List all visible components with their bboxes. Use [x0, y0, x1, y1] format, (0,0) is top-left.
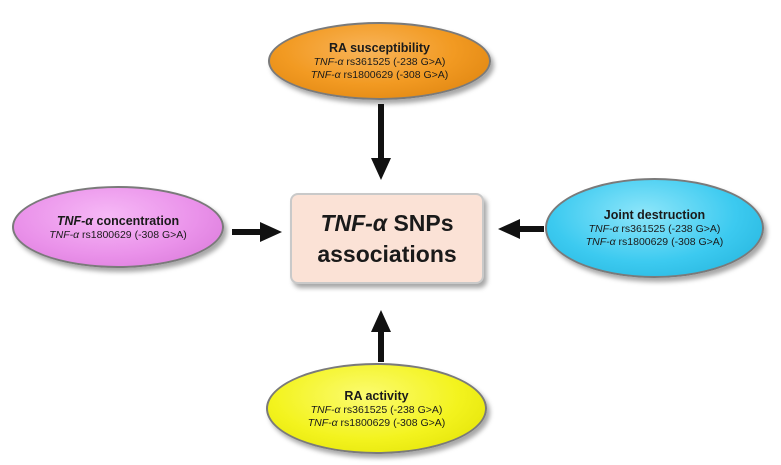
ra-activity-snp-2: TNF-α rs1800629 (-308 G>A): [308, 417, 446, 430]
ra-susceptibility-snp-2: TNF-α rs1800629 (-308 G>A): [311, 69, 449, 82]
tnf-concentration-title: TNF-α concentration: [57, 213, 179, 229]
ra-activity-node: RA activity TNF-α rs361525 (-238 G>A) TN…: [266, 363, 487, 454]
joint-destruction-node: Joint destruction TNF-α rs361525 (-238 G…: [545, 178, 764, 278]
snp-label: rs361525 (-238 G>A): [340, 403, 443, 416]
snp-label: rs1800629 (-308 G>A): [615, 236, 724, 248]
snp-label: rs1800629 (-308 G>A): [337, 416, 446, 429]
center-snps-label: SNPs: [387, 209, 454, 236]
snp-label: rs1800629 (-308 G>A): [79, 228, 187, 241]
gene-name: TNF-α: [56, 213, 94, 228]
ra-susceptibility-node: RA susceptibility TNF-α rs361525 (-238 G…: [268, 22, 491, 100]
ra-susceptibility-snp-1: TNF-α rs361525 (-238 G>A): [314, 56, 446, 69]
gene-name: TNF-α: [310, 403, 341, 416]
ra-activity-title: RA activity: [344, 388, 409, 403]
gene-name: TNF-α: [49, 228, 80, 241]
tnf-concentration-snp-1: TNF-α rs1800629 (-308 G>A): [49, 229, 187, 242]
joint-destruction-snp-1: TNF-α rs361525 (-238 G>A): [589, 223, 721, 236]
arrow-left-icon: [498, 219, 544, 239]
gene-name: TNF-α: [307, 416, 338, 429]
arrow-right-icon: [232, 222, 282, 242]
center-title-line-2: associations: [317, 240, 457, 267]
arrow-down-icon: [371, 104, 391, 180]
tnf-snps-associations-box: TNF-α SNPs associations: [290, 193, 484, 284]
title-rest: concentration: [93, 213, 180, 228]
center-title-line-1: TNF-α SNPs: [320, 208, 453, 239]
tnf-concentration-node: TNF-α concentration TNF-α rs1800629 (-30…: [12, 186, 224, 268]
ra-activity-snp-1: TNF-α rs361525 (-238 G>A): [311, 404, 443, 417]
gene-name: TNF-α: [585, 236, 616, 248]
center-gene-name: TNF-α: [320, 209, 388, 236]
snp-label: rs361525 (-238 G>A): [343, 56, 446, 68]
joint-destruction-snp-2: TNF-α rs1800629 (-308 G>A): [586, 236, 724, 249]
gene-name: TNF-α: [310, 69, 341, 81]
snp-label: rs1800629 (-308 G>A): [340, 69, 449, 81]
gene-name: TNF-α: [313, 56, 344, 68]
joint-destruction-title: Joint destruction: [603, 208, 706, 222]
gene-name: TNF-α: [588, 223, 619, 235]
snp-label: rs361525 (-238 G>A): [618, 223, 721, 235]
ra-susceptibility-title: RA susceptibility: [329, 41, 430, 55]
arrow-up-icon: [371, 310, 391, 362]
